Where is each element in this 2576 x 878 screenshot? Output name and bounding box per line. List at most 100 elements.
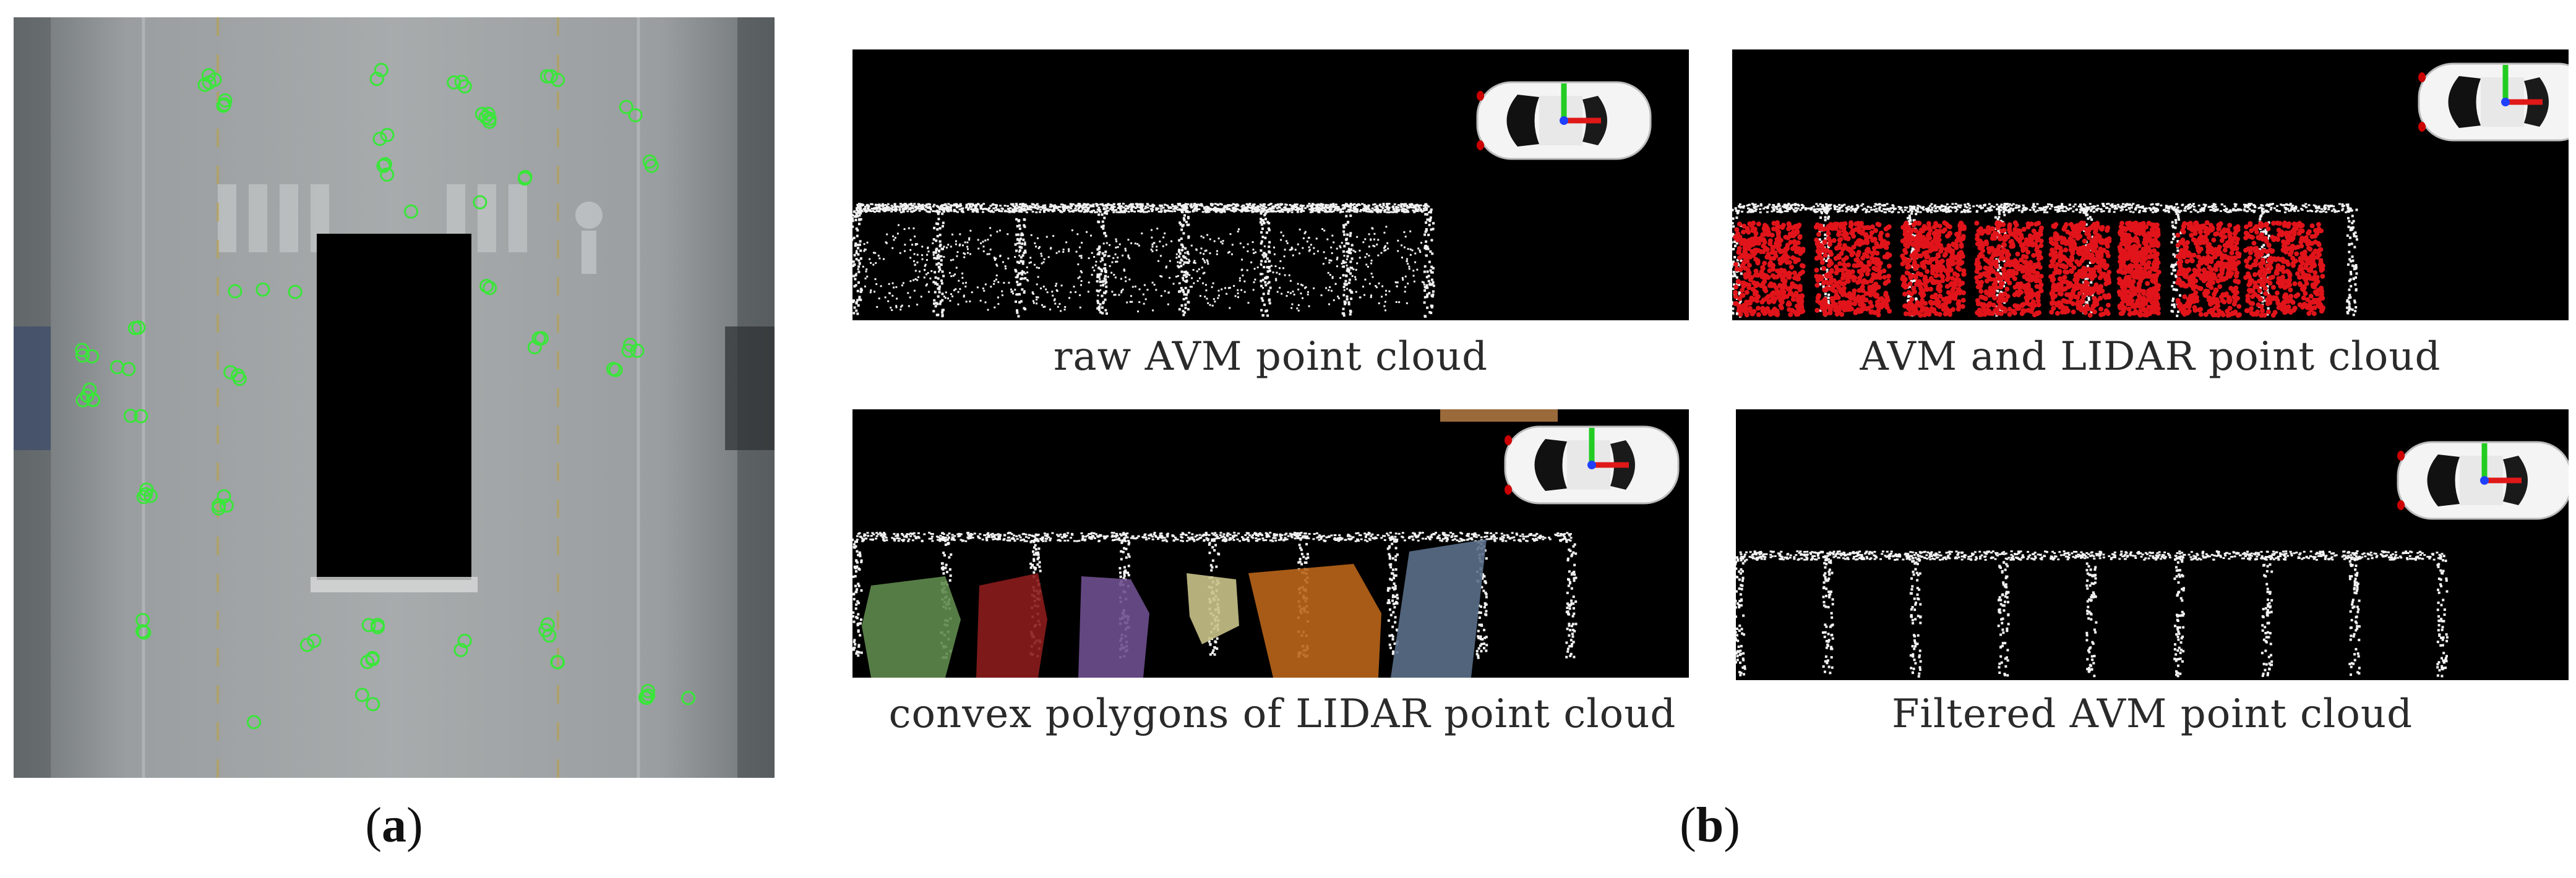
feature-marker-icon — [137, 625, 152, 640]
feature-marker-icon — [354, 688, 369, 702]
feature-marker-icon — [135, 624, 150, 639]
feature-marker-icon — [75, 393, 90, 407]
feature-marker-icon — [481, 106, 496, 121]
feature-marker-icon — [380, 127, 395, 142]
feature-marker-icon — [377, 157, 392, 172]
feature-marker-icon — [371, 620, 385, 634]
panel-label-b: (b) — [1680, 798, 1740, 853]
feature-marker-icon — [85, 393, 100, 407]
subpanel-avm-lidar — [1732, 49, 2569, 320]
feature-marker-icon — [517, 171, 532, 186]
feature-marker-icon — [483, 281, 497, 296]
subpanel-filtered-avm — [1736, 409, 2569, 680]
lidar-points — [1733, 220, 2325, 318]
bev-feature-image — [14, 17, 775, 778]
convex-polygon — [1078, 576, 1149, 678]
feature-marker-icon — [641, 684, 656, 699]
feature-marker-icon — [139, 482, 154, 497]
feature-marker-icon — [380, 167, 395, 182]
feature-marker-icon — [479, 279, 494, 294]
feature-marker-icon — [543, 69, 558, 83]
feature-marker-icon — [139, 487, 153, 501]
avm-points — [852, 203, 1435, 318]
feature-marker-icon — [299, 637, 314, 652]
caption-convex-polygons: convex polygons of LIDAR point cloud — [888, 691, 1677, 737]
feature-marker-icon — [202, 75, 217, 90]
car-top-view-icon — [2418, 62, 2569, 142]
convex-polygon — [976, 573, 1047, 678]
parked-vehicle-right — [725, 326, 775, 450]
feature-marker-icon — [232, 372, 247, 386]
convex-polygon — [1187, 573, 1239, 644]
feature-marker-icon — [365, 652, 380, 667]
feature-marker-icon — [534, 331, 549, 346]
feature-marker-icon — [474, 106, 489, 121]
feature-marker-icon — [134, 409, 148, 424]
subpanel-convex-polygons — [852, 409, 1689, 678]
caption-avm-lidar: AVM and LIDAR point cloud — [1860, 334, 2441, 380]
pedestrian-sign-icon — [575, 202, 603, 229]
avm-points — [1736, 550, 2449, 678]
feature-marker-icon — [527, 340, 542, 355]
feature-marker-icon — [369, 72, 384, 87]
feature-marker-icon — [255, 282, 270, 297]
feature-marker-icon — [223, 365, 238, 380]
feature-marker-icon — [376, 158, 391, 173]
feature-marker-icon — [638, 690, 653, 705]
feature-marker-icon — [219, 498, 234, 513]
ego-vehicle-mask — [317, 234, 471, 580]
feature-marker-icon — [212, 498, 226, 513]
feature-marker-icon — [482, 114, 497, 129]
car-top-view-icon — [1476, 81, 1652, 160]
convex-polygon — [1248, 564, 1381, 678]
filtered-avm-point-cloud — [1736, 441, 2569, 678]
panel-label-a: (a) — [365, 798, 423, 853]
feature-marker-icon — [288, 284, 303, 299]
feature-marker-icon — [542, 628, 557, 643]
feature-marker-icon — [404, 204, 419, 219]
feature-marker-icon — [550, 655, 565, 670]
feature-marker-icon — [361, 618, 376, 633]
feature-marker-icon — [681, 691, 696, 705]
feature-marker-icon — [218, 93, 233, 108]
avm-lidar-point-cloud — [1732, 62, 2569, 318]
subpanel-raw-avm — [852, 49, 1689, 320]
feature-marker-icon — [453, 642, 468, 657]
raw-avm-point-cloud — [852, 81, 1652, 318]
feature-marker-icon — [619, 100, 633, 114]
feature-marker-icon — [447, 75, 462, 90]
feature-marker-icon — [551, 72, 565, 87]
feature-marker-icon — [621, 343, 636, 358]
feature-marker-icon — [374, 62, 389, 77]
feature-marker-icon — [628, 108, 643, 122]
feature-marker-icon — [127, 321, 142, 336]
feature-marker-icon — [75, 343, 90, 357]
convex-polygons — [862, 539, 1487, 678]
parked-vehicle-left — [14, 326, 51, 450]
feature-marker-icon — [473, 195, 487, 210]
feature-marker-icon — [307, 633, 322, 648]
feature-points — [75, 62, 696, 730]
feature-marker-icon — [75, 348, 90, 363]
convex-polygon — [1391, 539, 1487, 678]
caption-raw-avm: raw AVM point cloud — [1053, 334, 1488, 380]
feature-marker-icon — [457, 633, 472, 648]
feature-marker-icon — [366, 697, 380, 712]
convex-polygons-point-cloud — [852, 409, 1680, 678]
feature-marker-icon — [372, 132, 387, 147]
feature-marker-icon — [478, 110, 493, 125]
bev-scene — [14, 17, 775, 778]
convex-polygon — [862, 576, 961, 678]
feature-marker-icon — [136, 490, 151, 505]
feature-marker-icon — [84, 349, 99, 364]
feature-marker-icon — [608, 362, 623, 377]
caption-filtered-avm: Filtered AVM point cloud — [1891, 691, 2413, 737]
feature-marker-icon — [123, 408, 138, 423]
car-top-view-icon — [1504, 425, 1680, 505]
car-top-view-icon — [2397, 441, 2569, 520]
feature-marker-icon — [228, 284, 243, 299]
feature-marker-icon — [641, 688, 656, 703]
feature-marker-icon — [630, 343, 645, 358]
feature-marker-icon — [121, 362, 136, 377]
feature-marker-icon — [246, 715, 261, 730]
